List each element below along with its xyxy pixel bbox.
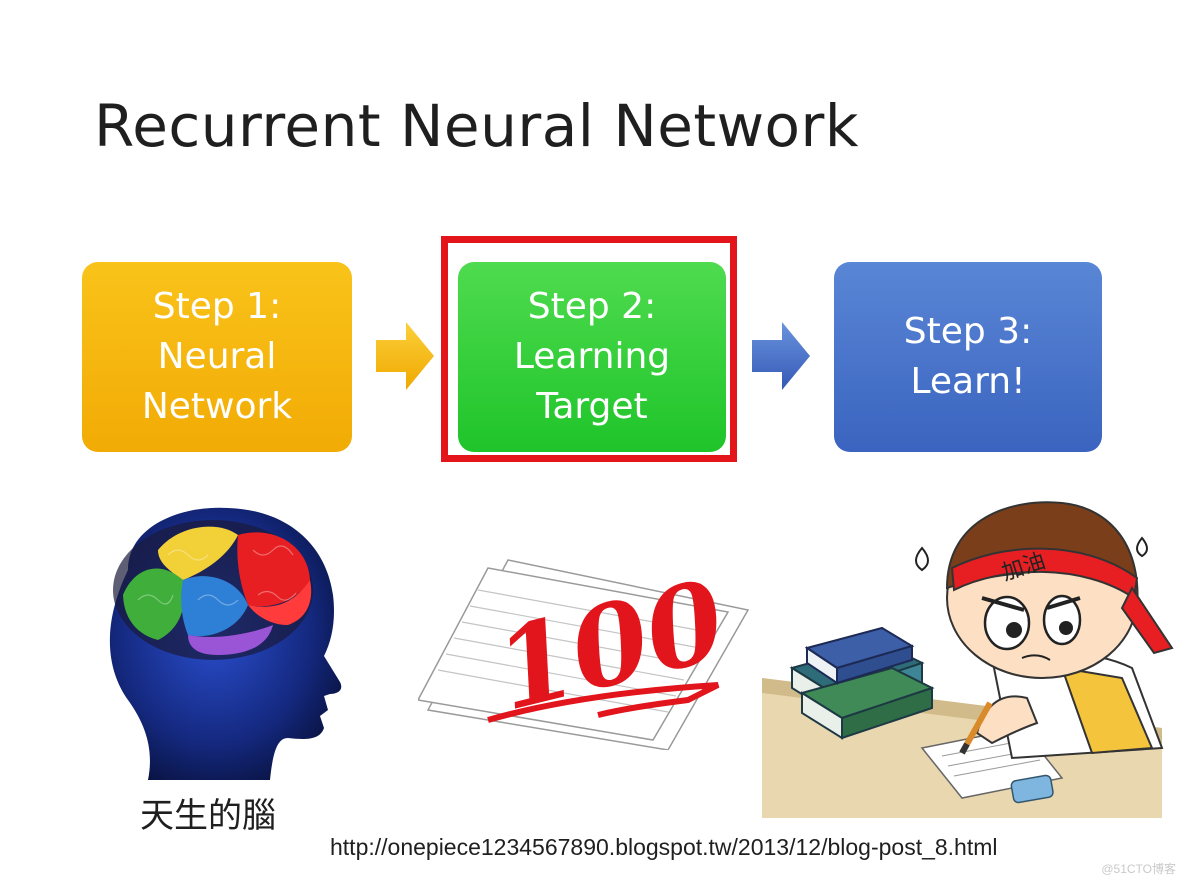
page-title: Recurrent Neural Network: [94, 92, 859, 160]
step-3-box: Step 3: Learn!: [834, 262, 1102, 452]
step-2-box: Step 2: Learning Target: [458, 262, 726, 452]
brain-caption: 天生的腦: [140, 796, 276, 836]
source-url: http://onepiece1234567890.blogspot.tw/20…: [330, 834, 998, 860]
step-2-highlight-frame: [441, 236, 737, 462]
arrow-right-icon-blue: [752, 322, 810, 390]
arrow-right-icon-orange: [376, 322, 434, 390]
sweat-drop-icon: [915, 546, 929, 572]
brain-head-illustration: [109, 507, 342, 780]
watermark: @51CTO博客: [1101, 862, 1176, 876]
step-1-box: Step 1: Neural Network: [82, 262, 352, 452]
score-paper-illustration: 100: [418, 555, 750, 750]
studying-boy-illustration: 加油: [762, 501, 1174, 818]
